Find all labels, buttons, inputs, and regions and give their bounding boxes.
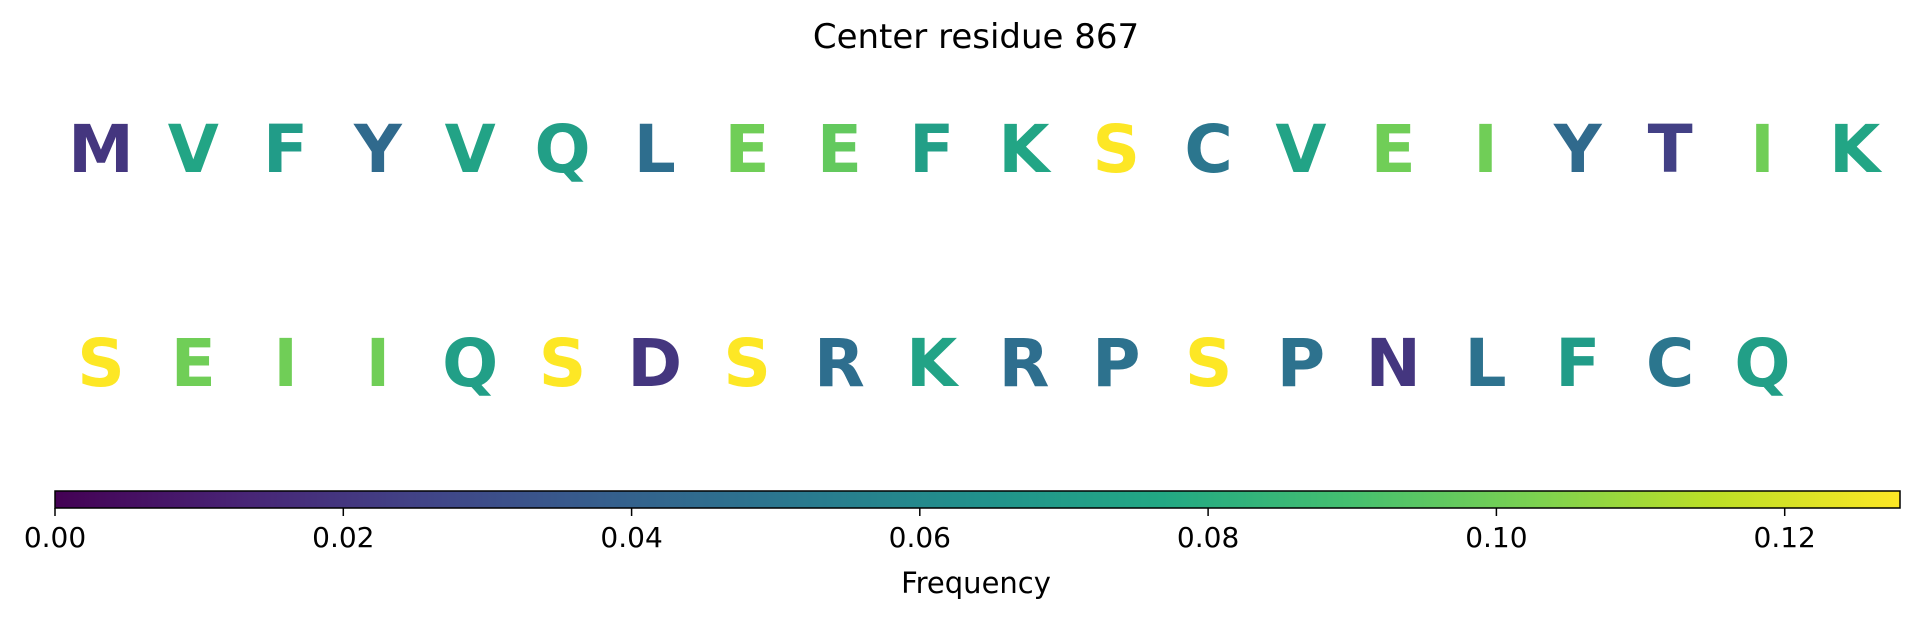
colorbar-label: Frequency	[901, 566, 1051, 600]
residue-letter: C	[1646, 325, 1694, 402]
residue-letter: E	[1371, 111, 1416, 188]
colorbar: 0.00 0.02 0.04 0.06 0.08 0.10 0.12 Frequency	[24, 490, 1901, 600]
residue-letter: T	[1648, 111, 1693, 188]
residue-letter: L	[1464, 325, 1506, 402]
residue-letter: E	[171, 325, 216, 402]
residue-letter: R	[814, 325, 865, 402]
colorbar-tick-label: 0.12	[1754, 521, 1816, 554]
colorbar-tick-label: 0.02	[312, 521, 374, 554]
residue-letter: K	[1829, 111, 1883, 188]
residue-letter: M	[68, 111, 134, 188]
residue-letter: L	[634, 111, 676, 188]
residue-letter: E	[725, 111, 770, 188]
residue-letter: K	[906, 325, 960, 402]
residue-letter: I	[1750, 111, 1775, 188]
residue-letter: F	[1555, 325, 1600, 402]
residue-letter: I	[1473, 111, 1498, 188]
colorbar-tick-label: 0.06	[889, 521, 951, 554]
residue-letter: V	[445, 111, 496, 188]
residue-letter: K	[998, 111, 1052, 188]
residue-letter: V	[168, 111, 219, 188]
residue-letter: F	[263, 111, 308, 188]
residue-letter: S	[1185, 325, 1233, 402]
residue-letter: Y	[353, 111, 403, 188]
colorbar-tick-label: 0.04	[600, 521, 662, 554]
colorbar-ticks: 0.00 0.02 0.04 0.06 0.08 0.10 0.12	[24, 508, 1816, 554]
chart-title: Center residue 867	[813, 17, 1139, 57]
residue-letter: P	[1092, 325, 1140, 402]
residue-letter: Q	[1734, 325, 1790, 402]
residue-letter: S	[77, 325, 125, 402]
residue-letter: V	[1275, 111, 1326, 188]
colorbar-tick-label: 0.08	[1177, 521, 1239, 554]
residue-letter: S	[539, 325, 587, 402]
residue-letter: Q	[442, 325, 498, 402]
colorbar-gradient	[54, 490, 1901, 509]
residue-letter: I	[273, 325, 298, 402]
residue-letter: N	[1366, 325, 1421, 402]
residue-letter: I	[366, 325, 391, 402]
residue-letter: Y	[1553, 111, 1603, 188]
colorbar-tick-label: 0.00	[24, 521, 86, 554]
residue-letter: F	[909, 111, 954, 188]
residue-letter: R	[999, 325, 1050, 402]
residue-letter: E	[817, 111, 862, 188]
residue-letter: Q	[534, 111, 590, 188]
residue-letter: D	[627, 325, 682, 402]
residue-letter: C	[1184, 111, 1232, 188]
colorbar-tick-label: 0.10	[1465, 521, 1527, 554]
residue-letter: S	[1093, 111, 1141, 188]
residue-letter: S	[723, 325, 771, 402]
residue-letter: P	[1277, 325, 1325, 402]
